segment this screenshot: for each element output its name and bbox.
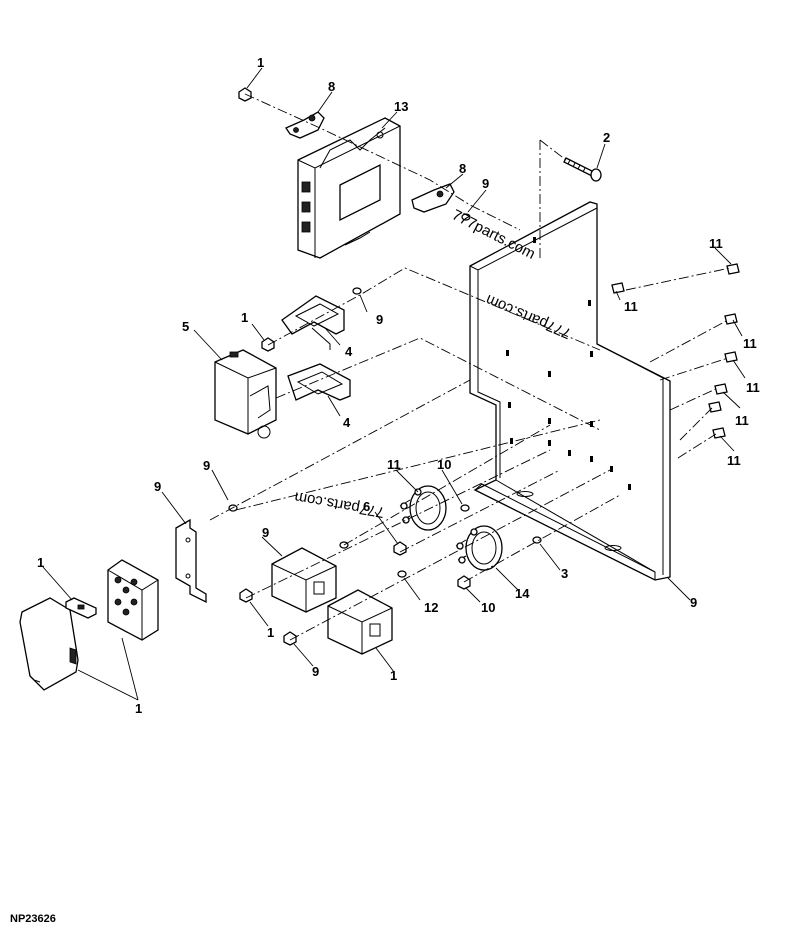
relay-lower: [327, 589, 393, 655]
callout-3: 9: [690, 595, 697, 610]
callout-labels: 1 8 13 2 8 9 11 11 1 9 5 4 11 11 11 4 11…: [37, 55, 760, 716]
leader-lines: [42, 67, 746, 701]
callout-1: 10: [481, 600, 495, 615]
relay-upper: [271, 547, 337, 613]
alignment-lines: [209, 93, 731, 641]
screw: [563, 157, 602, 182]
callout-4: 4: [343, 415, 351, 430]
callout-12: 1: [390, 668, 397, 683]
callout-11: 11: [743, 336, 757, 351]
bracket-6: [175, 518, 207, 604]
callout-5: 5: [182, 319, 189, 334]
solenoid-upper: [399, 485, 447, 531]
solenoid-lower: [455, 525, 503, 571]
callout-2: 2: [603, 130, 610, 145]
bracket-clip-upper: [285, 111, 325, 139]
callout-12: 9: [262, 525, 269, 540]
callout-1: 1: [267, 625, 274, 640]
relay-box: [214, 349, 277, 439]
callout-11: 11: [735, 413, 749, 428]
bracket-lower: [287, 363, 351, 401]
callout-11: 11: [727, 453, 741, 468]
callout-9: 3: [561, 566, 568, 581]
figure-reference-code: NP23626: [10, 913, 56, 925]
callout-1: 1: [241, 310, 248, 325]
callout-10: 11: [387, 457, 401, 472]
callout-11: 11: [746, 380, 760, 395]
callout-9: 12: [424, 600, 438, 615]
callout-6: 9: [154, 479, 161, 494]
callout-9: 9: [203, 458, 210, 473]
callout-11: 11: [709, 236, 723, 251]
callout-9: 9: [482, 176, 489, 191]
bracket-clip-lower: [411, 183, 455, 213]
fuse-cover: [19, 597, 79, 691]
fuse-block: [107, 559, 159, 641]
callout-9: 9: [376, 312, 383, 327]
callout-1: 6: [363, 499, 370, 514]
fuse-strip: [65, 597, 97, 619]
callout-11: 11: [624, 299, 638, 314]
callout-8: 8: [459, 161, 466, 176]
callout-8: 8: [328, 79, 335, 94]
watermark-3: 777parts.com: [293, 488, 385, 521]
callout-14: 1: [37, 555, 44, 570]
callout-7: 1: [135, 701, 142, 716]
callout-1: 9: [312, 664, 319, 679]
nut-set: [238, 87, 471, 646]
callout-1: 1: [257, 55, 264, 70]
callout-4: 4: [345, 344, 353, 359]
callout-13: 13: [394, 99, 408, 114]
bracket-upper: [281, 295, 345, 350]
mounting-plate: [469, 201, 671, 581]
callout-10: 14: [515, 586, 530, 601]
control-module: [297, 117, 401, 259]
callout-9: 10: [437, 457, 451, 472]
